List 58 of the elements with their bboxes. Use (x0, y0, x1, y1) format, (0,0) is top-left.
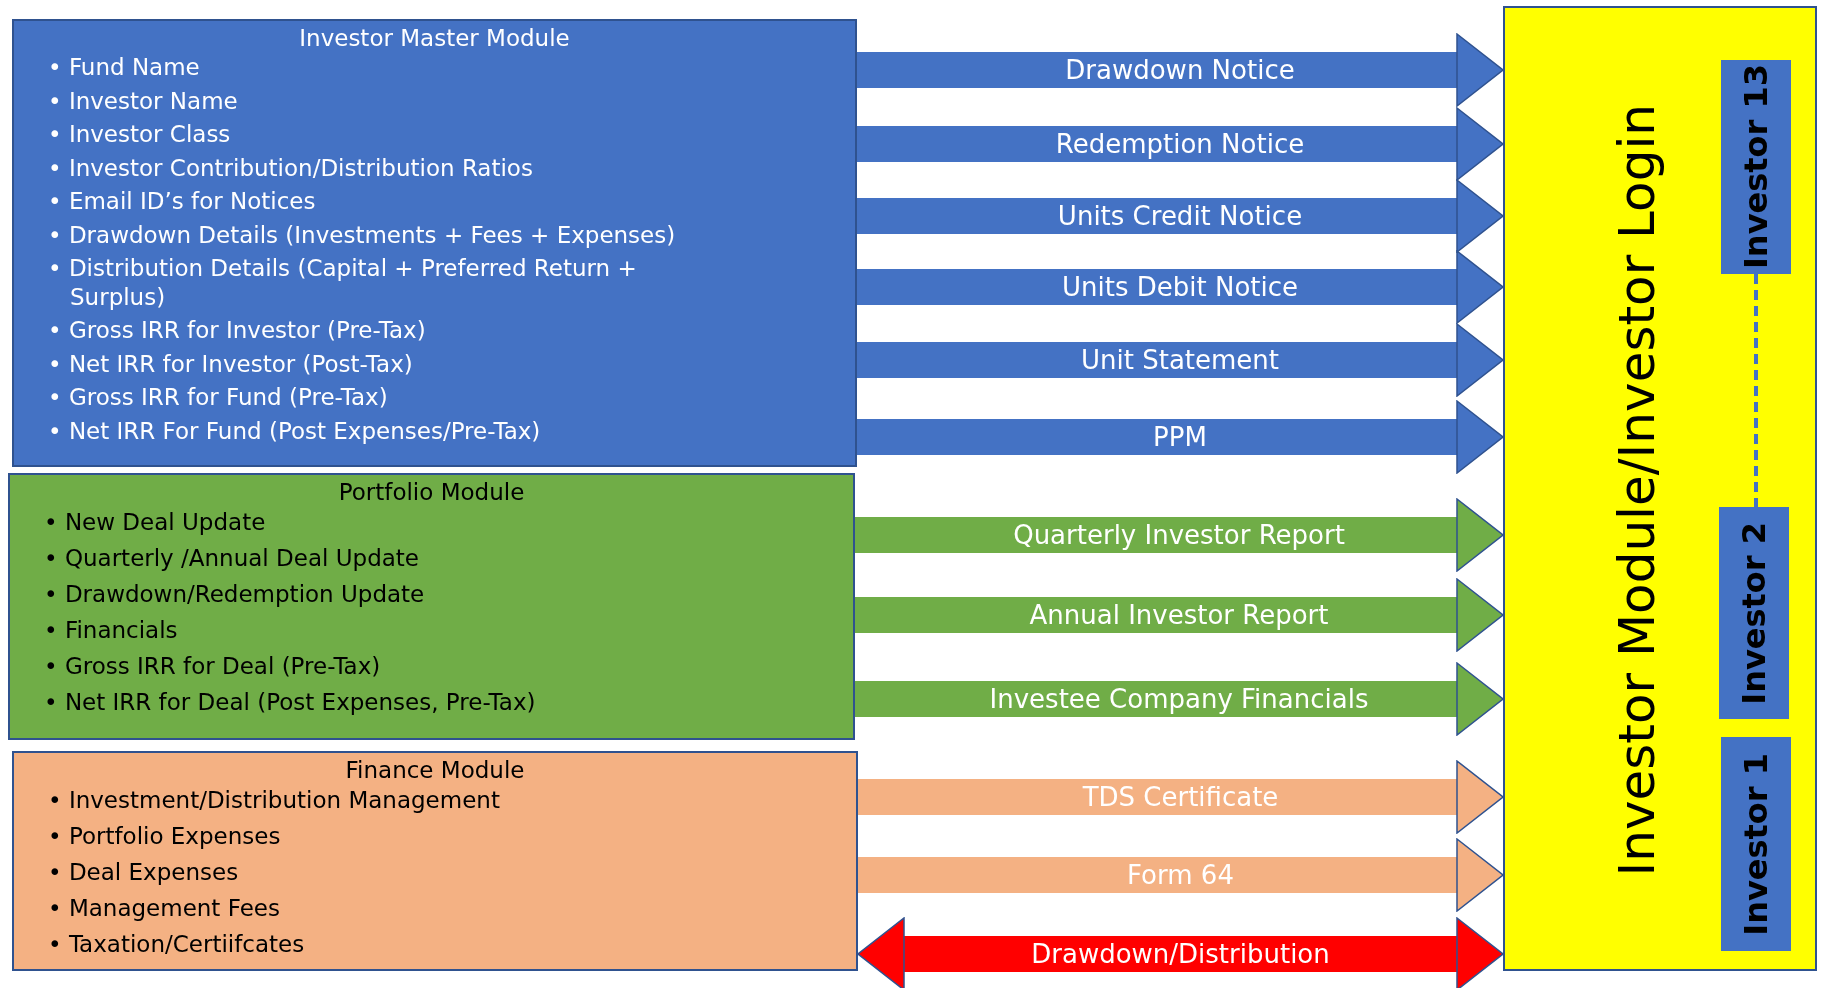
bullet-item: • Portfolio Expenses (48, 822, 282, 851)
bullet-item: • Taxation/Certiifcates (48, 929, 306, 959)
block-arrow (857, 250, 1504, 324)
module-panel (12, 751, 858, 971)
block-arrow (857, 33, 1504, 107)
edge-label: Units Debit Notice (1062, 272, 1298, 302)
edge-label: Investee Company Financials (989, 684, 1369, 714)
bullet-item: • Investor Name (48, 86, 239, 116)
panel-title: Investor Module/Investor Login (1608, 104, 1666, 877)
bullet-item: • Drawdown Details (Investments + Fees + Expenses) (48, 220, 677, 250)
investor-box: Investor 13 (1721, 60, 1791, 274)
bullet-item: • Financials (44, 615, 179, 645)
edge-label: Drawdown Notice (1065, 55, 1295, 85)
block-arrow (855, 578, 1504, 652)
edge-label: Drawdown/Distribution (1031, 939, 1330, 969)
bullet-item: • Management Fees (48, 893, 281, 923)
bullet-item: • Investment/Distribution Management (48, 786, 501, 815)
bullet-item: • Net IRR for Deal (Post Expenses, Pre-Tax) (44, 687, 537, 717)
bullet-item: • New Deal Update (44, 508, 267, 537)
bullet-item: • Net IRR For Fund (Post Expenses/Pre-Tax) (48, 416, 542, 446)
panel-heading: Portfolio Module (337, 479, 526, 505)
block-arrow (857, 917, 1504, 988)
bullet-item: • Gross IRR for Deal (Pre-Tax) (44, 651, 382, 681)
investor-box: Investor 1 (1721, 737, 1791, 951)
bullet-item: • Gross IRR for Fund (Pre-Tax) (48, 383, 389, 413)
bullet-item: • Investor Class (48, 120, 232, 149)
edge-label: Annual Investor Report (1029, 600, 1329, 630)
module-panel (12, 19, 857, 467)
edge-label: Unit Statement (1081, 345, 1279, 375)
bullet-item: • Gross IRR for Investor (Pre-Tax) (48, 316, 427, 346)
block-arrow (857, 107, 1504, 181)
bullet-item: • Deal Expenses (48, 857, 240, 887)
edge-label: TDS Certificate (1082, 782, 1279, 812)
bullet-item: • Fund Name (48, 53, 201, 82)
investor-box: Investor 2 (1719, 507, 1789, 719)
block-arrow (855, 662, 1504, 736)
block-arrow (858, 838, 1504, 912)
module-panel (8, 473, 855, 740)
panel-heading: Finance Module (344, 757, 526, 783)
edge-label: Quarterly Investor Report (1013, 520, 1345, 550)
block-arrow (858, 760, 1504, 834)
login-panel (1503, 6, 1817, 971)
edge-label: Form 64 (1127, 860, 1234, 890)
panel-heading: Investor Master Module (298, 25, 571, 51)
edge-label: PPM (1153, 422, 1207, 452)
block-arrow (857, 179, 1504, 253)
edge-label: Units Credit Notice (1057, 201, 1303, 231)
bullet-item: • Drawdown/Redemption Update (44, 579, 426, 609)
bullet-item: • Email ID’s for Notices (48, 187, 317, 216)
block-arrow (857, 400, 1504, 474)
dashed-connector (1754, 274, 1758, 507)
bullet-item: • Quarterly /Annual Deal Update (44, 544, 420, 573)
edge-label: Redemption Notice (1055, 129, 1305, 159)
block-arrow (857, 323, 1504, 397)
bullet-item: • Net IRR for Investor (Post-Tax) (48, 349, 414, 379)
bullet-item: • Investor Contribution/Distribution Ratios (48, 153, 534, 183)
bullet-item: • Distribution Details (Capital + Preferred Return + Surplus) (48, 254, 638, 312)
block-arrow (855, 498, 1504, 572)
